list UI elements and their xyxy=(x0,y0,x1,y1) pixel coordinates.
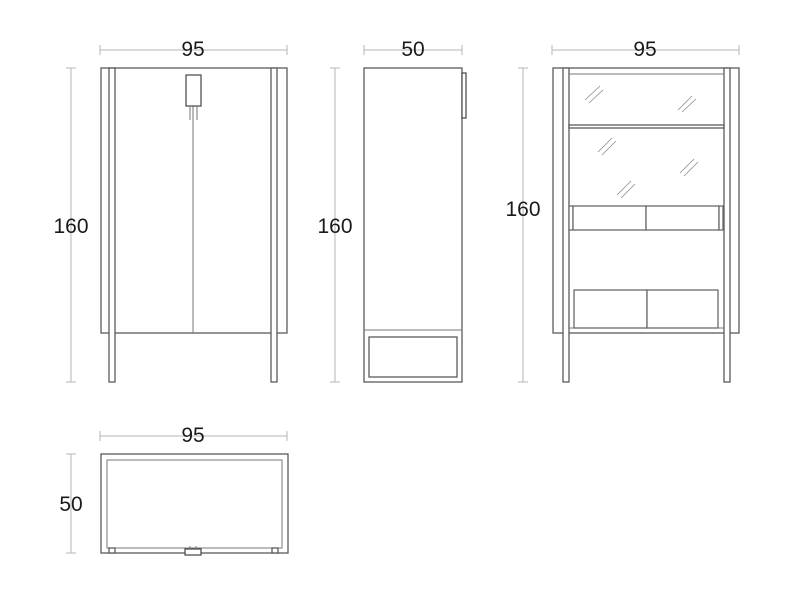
side-cabinet-body xyxy=(363,67,463,383)
top-cabinet-outline xyxy=(100,453,289,554)
front-cabinet-body xyxy=(100,67,288,334)
top-depth-dimension: 50 xyxy=(59,453,83,554)
front-width-dimension: 95 xyxy=(99,38,288,61)
top-cabinet-inner xyxy=(106,459,283,549)
open-height-dimension: 160 xyxy=(505,67,541,383)
front-height-dimension: 160 xyxy=(53,67,89,383)
lower-drawer-row xyxy=(573,289,719,329)
lower-drawer-left xyxy=(573,289,648,329)
side-height-label: 160 xyxy=(317,215,352,238)
side-handle xyxy=(461,72,467,119)
open-cabinet-body xyxy=(552,67,740,334)
top-width-label: 95 xyxy=(181,424,204,447)
front-left-leg xyxy=(108,67,116,383)
side-width-dimension: 50 xyxy=(363,38,463,61)
upper-drawer-left xyxy=(572,205,647,231)
open-view: 95 160 xyxy=(505,38,740,383)
top-depth-label: 50 xyxy=(59,493,82,516)
open-right-leg xyxy=(723,67,731,383)
open-height-label: 160 xyxy=(505,198,540,221)
side-view: 50 160 xyxy=(317,38,467,383)
front-handle xyxy=(185,74,202,107)
glass-reflection-marks xyxy=(584,85,699,199)
upper-drawer-right xyxy=(645,205,720,231)
upper-drawer-row xyxy=(568,205,724,231)
top-view: 95 50 xyxy=(59,424,289,556)
open-width-dimension: 95 xyxy=(551,38,740,61)
top-width-dimension: 95 xyxy=(99,424,288,447)
side-base-panel xyxy=(368,336,458,378)
front-right-leg xyxy=(270,67,278,383)
top-handle xyxy=(184,548,202,556)
front-height-label: 160 xyxy=(53,215,88,238)
lower-drawer-right xyxy=(646,289,719,329)
front-view: 95 160 xyxy=(53,38,288,383)
side-width-label: 50 xyxy=(401,38,424,61)
open-left-leg xyxy=(562,67,570,383)
front-width-label: 95 xyxy=(181,38,204,61)
top-right-post xyxy=(271,547,279,554)
open-width-label: 95 xyxy=(633,38,656,61)
upper-drawer-side-right xyxy=(718,205,724,231)
side-height-dimension: 160 xyxy=(317,67,353,383)
open-glass-shelf xyxy=(568,124,725,129)
top-left-post xyxy=(108,547,116,554)
